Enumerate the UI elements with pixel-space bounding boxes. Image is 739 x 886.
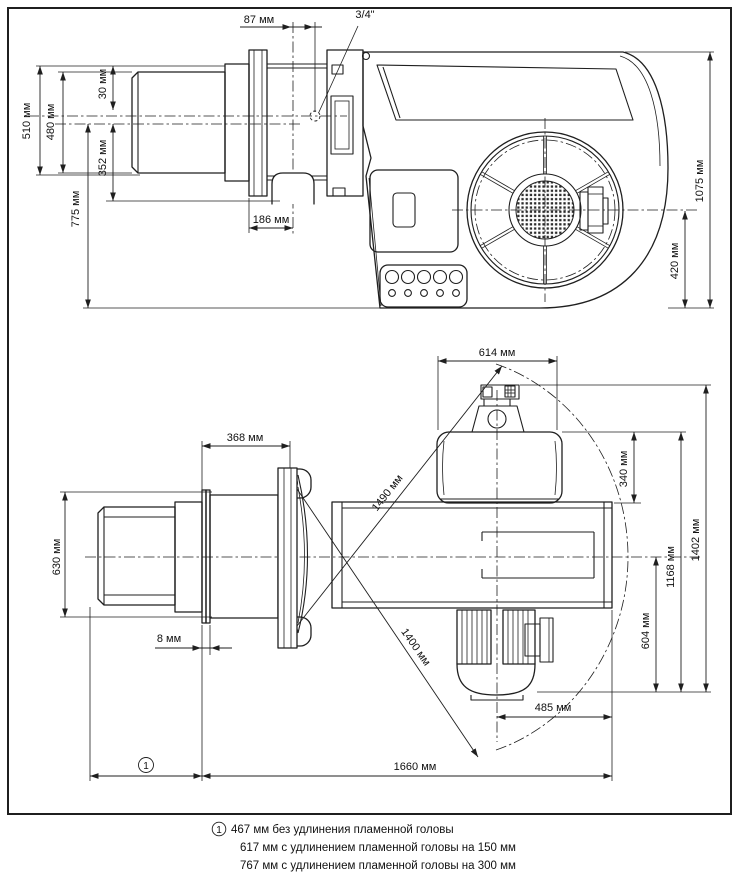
note-marker-circle: [211, 821, 227, 837]
dim-510: 510 мм: [21, 103, 33, 140]
swing-envelope: 1490 мм 1400 мм: [292, 363, 629, 758]
dim-614: 614 мм: [479, 347, 516, 359]
note-line-1: 467 мм без удлинения пламенной головы: [231, 824, 454, 836]
plan-main-body: [331, 501, 613, 609]
cable-gland-panel: [379, 264, 468, 308]
dim-485: 485 мм: [535, 702, 572, 714]
bottom-view: 1490 мм 1400 мм: [51, 347, 711, 781]
notes: 1 467 мм без удлинения пламенной головы …: [211, 821, 516, 872]
burner-tube-assembly: [131, 49, 364, 205]
dim-775: 775 мм: [70, 191, 82, 228]
dim-420: 420 мм: [669, 243, 681, 280]
callout-number: 1: [143, 761, 149, 772]
control-box: [369, 169, 459, 253]
callout-circle: [138, 757, 154, 773]
note-marker-number: 1: [216, 825, 222, 836]
plan-burner-tube: [97, 467, 312, 649]
dim-340: 340 мм: [618, 451, 630, 488]
sight-glass: [330, 95, 354, 155]
inlet-mesh: [515, 180, 575, 240]
dim-1402: 1402 мм: [690, 519, 702, 562]
fan-housing-scroll: [361, 51, 669, 309]
dim-1168: 1168 мм: [665, 546, 677, 588]
plan-flame-tube: [97, 506, 176, 606]
drawing-border: [7, 7, 732, 815]
dim-480: 480 мм: [45, 104, 57, 141]
display-window: [392, 192, 416, 228]
dim-1075: 1075 мм: [694, 160, 706, 203]
dim-30: 30 мм: [97, 69, 109, 99]
motor-junction-box: [524, 617, 554, 663]
dim-368: 368 мм: [227, 432, 264, 444]
plan-fan-housing: [436, 384, 563, 504]
ignition-unit: [271, 172, 315, 205]
dim-87: 87 мм: [244, 14, 274, 26]
dim-8: 8 мм: [157, 633, 181, 645]
flame-tube: [131, 71, 226, 174]
dim-3-4-inch: 3/4": [355, 9, 374, 21]
dim-1660: 1660 мм: [394, 761, 437, 773]
plan-mounting-flange: [277, 467, 298, 649]
dim-186: 186 мм: [253, 214, 290, 226]
motor-flange: [579, 186, 609, 234]
top-view-dimensions: 87 мм 3/4" 510 мм 480 мм 30 мм 352 мм: [21, 9, 714, 309]
bottom-view-centerlines: [85, 390, 700, 742]
bottom-view-dimensions: 614 мм 368 мм 630 мм 8 мм 340 мм: [51, 347, 711, 781]
note-line-3: 767 мм с удлинением пламенной головы на …: [240, 860, 516, 872]
dim-630: 630 мм: [51, 539, 63, 576]
plan-motor: [456, 609, 554, 701]
mounting-flange: [248, 49, 268, 197]
air-damper-servo: [471, 384, 525, 433]
dim-352: 352 мм: [97, 140, 109, 177]
fan-inlet-guard: [466, 131, 624, 289]
note-line-2: 617 мм с удлинением пламенной головы на …: [240, 842, 516, 854]
motor-end-cap: [456, 663, 536, 696]
dim-604: 604 мм: [640, 613, 652, 650]
air-intake: [376, 64, 634, 121]
top-view: 87 мм 3/4" 510 мм 480 мм 30 мм 352 мм: [21, 9, 714, 309]
